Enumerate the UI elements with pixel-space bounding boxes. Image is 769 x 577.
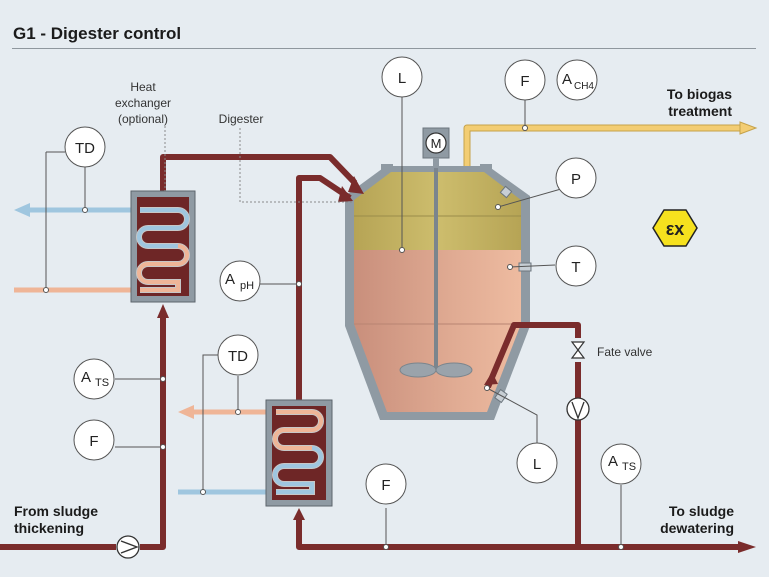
ex-symbol-text: εx	[666, 219, 685, 239]
flow-sensor-gas[interactable]	[504, 59, 546, 101]
ts-analyzer-left[interactable]	[73, 358, 115, 400]
level-top-label: L	[398, 70, 406, 87]
methane-sub-label: CH4	[574, 81, 594, 92]
heat-exchanger-upper	[130, 190, 196, 303]
hx-caption-line1: Heat	[130, 80, 156, 94]
ph-sub-label: pH	[240, 280, 254, 292]
ph-label: A	[225, 271, 235, 288]
ex-hazard-icon: εx	[652, 209, 698, 247]
hx2-warm-arrow	[178, 405, 194, 419]
hx-caption-line2: exchanger	[115, 96, 171, 110]
biogas-arrow	[739, 121, 758, 135]
inlet-flow-arrow	[157, 304, 169, 318]
biogas-caption-line1: To biogas	[667, 86, 732, 102]
hx-caption-line3: (optional)	[118, 112, 168, 126]
td-lower-label: TD	[228, 348, 248, 365]
inlet-caption: From sludge thickening	[14, 503, 98, 536]
sludge-pipes	[0, 154, 740, 550]
ts-left-label: A	[81, 369, 91, 386]
fate-valve	[570, 338, 586, 362]
level-bottom-label: L	[533, 456, 541, 473]
recirc-arrow-digester	[338, 186, 353, 202]
td-sensor-upper[interactable]	[64, 126, 106, 168]
inlet-arrow-digester	[348, 176, 364, 194]
digester-caption: Digester	[219, 112, 264, 126]
inlet-caption-line1: From sludge	[14, 503, 98, 519]
td-upper-label: TD	[75, 140, 95, 157]
fate-valve-caption: Fate valve	[597, 345, 653, 359]
digester-leader-dotted	[239, 128, 352, 203]
instrument-bubbles	[64, 56, 642, 505]
ts-left-sub-label: TS	[95, 377, 109, 389]
page-title: G1 - Digester control	[13, 24, 182, 43]
methane-label: A	[562, 71, 572, 88]
flow-sensor-inlet[interactable]	[73, 419, 115, 461]
flow-inlet-label: F	[89, 433, 98, 450]
ph-analyzer[interactable]	[219, 260, 261, 302]
outlet-caption: To sludge dewatering	[660, 503, 734, 536]
recirc-hx2-arrow	[293, 508, 305, 520]
ts-right-label: A	[608, 453, 618, 470]
level-sensor-top[interactable]	[381, 56, 423, 98]
flow-recirc-label: F	[381, 477, 390, 494]
flow-gas-label: F	[520, 73, 529, 90]
level-sensor-bottom[interactable]	[516, 442, 558, 484]
heat-exchanger-lower	[265, 399, 333, 507]
motor-symbol: M	[425, 132, 447, 154]
td-sensor-lower[interactable]	[217, 334, 259, 376]
biogas-caption: To biogas treatment	[667, 86, 732, 119]
inlet-caption-line2: thickening	[14, 520, 84, 536]
flow-sensor-recirc[interactable]	[365, 463, 407, 505]
leader-lines	[45, 97, 622, 547]
outlet-caption-line1: To sludge	[669, 503, 734, 519]
outlet-caption-line2: dewatering	[660, 520, 734, 536]
temperature-sensor[interactable]	[555, 245, 597, 287]
ts-right-sub-label: TS	[622, 461, 636, 473]
inlet-pump	[116, 535, 140, 559]
temperature-label: T	[571, 259, 580, 276]
motor-label: M	[431, 136, 442, 151]
tap-points	[43, 125, 624, 550]
instrument-labels: L F A CH4 P T L TD TD A pH A TS F F A TS	[75, 70, 636, 494]
heat-exchanger-caption: Heat exchanger (optional)	[115, 80, 171, 126]
ts-analyzer-right[interactable]	[600, 443, 642, 485]
pressure-label: P	[571, 171, 581, 188]
biogas-pipe	[464, 125, 740, 166]
pressure-port	[499, 185, 513, 199]
hx1-cold-arrow	[14, 203, 30, 217]
outlet-suction-arrow	[484, 372, 498, 385]
outlet-pump	[566, 397, 590, 421]
methane-analyzer[interactable]	[556, 59, 598, 101]
pressure-sensor[interactable]	[555, 157, 597, 199]
outlet-arrow	[738, 541, 756, 553]
biogas-caption-line2: treatment	[668, 103, 732, 119]
title-divider	[12, 48, 756, 49]
